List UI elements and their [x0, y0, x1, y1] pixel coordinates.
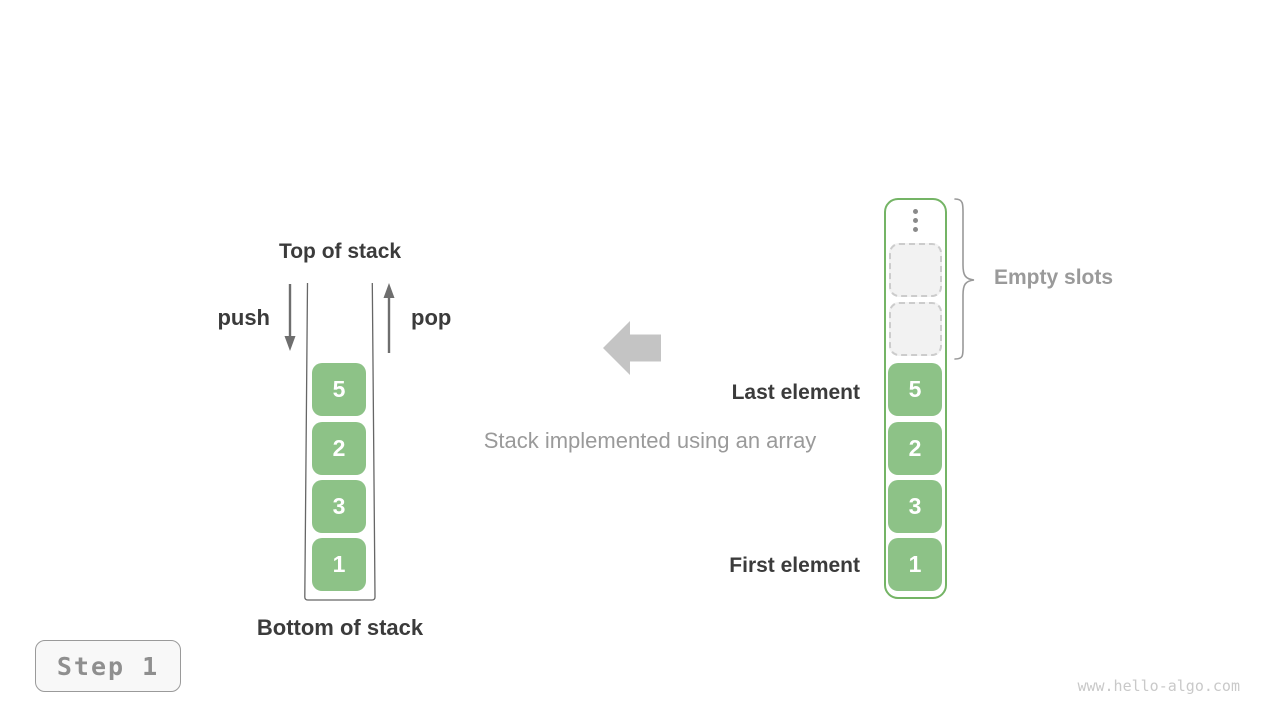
vertical-ellipsis-icon	[913, 209, 918, 232]
stack-cell: 5	[312, 363, 366, 416]
step-badge: Step 1	[35, 640, 181, 692]
first-element-label: First element	[729, 554, 860, 577]
stack-cell: 3	[312, 480, 366, 533]
array-cell: 2	[888, 422, 942, 475]
empty-slot	[889, 243, 942, 297]
array-cell: 1	[888, 538, 942, 591]
left-block-arrow-icon	[603, 321, 661, 375]
last-element-label: Last element	[731, 381, 860, 404]
bottom-of-stack-label: Bottom of stack	[256, 615, 424, 640]
array-cell: 5	[888, 363, 942, 416]
stack-cell: 2	[312, 422, 366, 475]
watermark: www.hello-algo.com	[1077, 677, 1240, 695]
empty-slot	[889, 302, 942, 356]
top-of-stack-label: Top of stack	[278, 240, 402, 263]
push-label: push	[217, 305, 270, 330]
stack-cell: 1	[312, 538, 366, 591]
brace-icon	[954, 198, 975, 360]
pop-arrow-icon	[383, 283, 395, 353]
push-arrow-icon	[284, 284, 296, 351]
caption-text: Stack implemented using an array	[483, 428, 817, 453]
array-cell: 3	[888, 480, 942, 533]
stack-container	[304, 283, 376, 601]
empty-slots-label: Empty slots	[994, 266, 1114, 289]
pop-label: pop	[411, 305, 452, 330]
